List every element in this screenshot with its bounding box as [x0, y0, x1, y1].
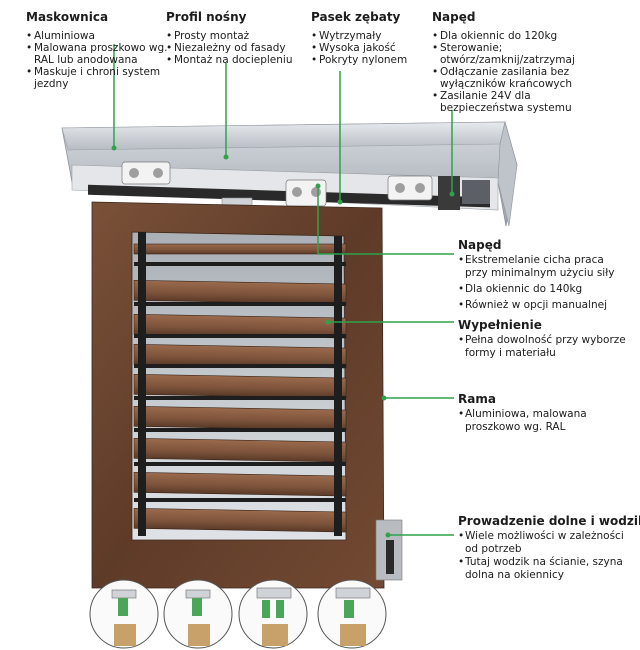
naped-top-item: Sterowanie; otwórz/zamknij/zatrzymaj	[432, 42, 602, 66]
callout-pasek-zebaty: Pasek zębaty Wytrzymały Wysoka jakość Po…	[311, 10, 421, 66]
naped-side-list: Ekstremelanie cicha praca przy minimalny…	[458, 254, 628, 312]
callout-profil-nosny: Profil nośny Prosty montaż Niezależny od…	[166, 10, 301, 66]
pasek-title: Pasek zębaty	[311, 10, 401, 24]
callout-rama: Rama Aluminiowa, malowana proszkowo wg. …	[458, 392, 618, 434]
naped-top-item: Dla okiennic do 120kg	[432, 30, 602, 42]
prowadzenie-title: Prowadzenie dolne i wodziki	[458, 514, 640, 528]
wypelnienie-title: Wypełnienie	[458, 318, 542, 332]
detail-circle-4	[317, 579, 387, 649]
naped-side-item: Dla okiennic do 140kg	[458, 283, 628, 296]
callout-dots	[111, 145, 455, 538]
callout-naped-side: Napęd Ekstremelanie cicha praca przy min…	[458, 238, 628, 312]
naped-side-item: Ekstremelanie cicha praca przy minimalny…	[458, 254, 628, 280]
wypelnienie-item: Pełna dowolność przy wyborze formy i mat…	[458, 334, 628, 360]
maskownica-item: Aluminiowa	[26, 30, 176, 42]
callout-maskownica: Maskownica Aluminiowa Malowana proszkowo…	[26, 10, 176, 90]
profil-item: Prosty montaż	[166, 30, 301, 42]
maskownica-item: Malowana proszkowo wg. RAL lub anodowana	[26, 42, 176, 66]
naped-top-list: Dla okiennic do 120kg Sterowanie; otwórz…	[432, 30, 602, 114]
pasek-list: Wytrzymały Wysoka jakość Pokryty nylonem	[311, 30, 421, 66]
profil-list: Prosty montaż Niezależny od fasady Monta…	[166, 30, 301, 66]
prowadzenie-item: Tutaj wodzik na ścianie, szyna dolna na …	[458, 556, 638, 582]
detail-circles	[89, 579, 387, 649]
rama-list: Aluminiowa, malowana proszkowo wg. RAL	[458, 408, 618, 434]
rama-title: Rama	[458, 392, 496, 406]
callout-naped-top: Napęd Dla okiennic do 120kg Sterowanie; …	[432, 10, 602, 114]
profil-title: Profil nośny	[166, 10, 247, 24]
maskownica-item: Maskuje i chroni system jezdny	[26, 66, 176, 90]
top-housing	[61, 121, 518, 227]
profil-item: Montaż na dociepleniu	[166, 54, 301, 66]
profil-item: Niezależny od fasady	[166, 42, 301, 54]
naped-top-item: Odłączanie zasilania bez wyłączników kra…	[432, 66, 602, 90]
naped-top-title: Napęd	[432, 10, 476, 24]
pasek-item: Wytrzymały	[311, 30, 421, 42]
shutter-slats	[133, 232, 347, 536]
pasek-item: Pokryty nylonem	[311, 54, 421, 66]
prowadzenie-list: Wiele możliwości w zależności od potrzeb…	[458, 530, 638, 582]
naped-side-item: Również w opcji manualnej	[458, 299, 628, 312]
detail-circle-2	[163, 579, 233, 649]
detail-circle-3	[238, 579, 308, 649]
wypelnienie-list: Pełna dowolność przy wyborze formy i mat…	[458, 334, 628, 360]
pasek-item: Wysoka jakość	[311, 42, 421, 54]
naped-top-item: Zasilanie 24V dla bezpieczeństwa systemu	[432, 90, 602, 114]
maskownica-list: Aluminiowa Malowana proszkowo wg. RAL lu…	[26, 30, 176, 90]
rama-item: Aluminiowa, malowana proszkowo wg. RAL	[458, 408, 618, 434]
prowadzenie-item: Wiele możliwości w zależności od potrzeb	[458, 530, 638, 556]
naped-side-title: Napęd	[458, 238, 502, 252]
detail-circle-1	[89, 579, 159, 649]
maskownica-title: Maskownica	[26, 10, 109, 24]
callout-wypelnienie: Wypełnienie Pełna dowolność przy wyborze…	[458, 318, 628, 360]
callout-prowadzenie: Prowadzenie dolne i wodziki Wiele możliw…	[458, 514, 640, 582]
callout-lines	[113, 44, 454, 536]
